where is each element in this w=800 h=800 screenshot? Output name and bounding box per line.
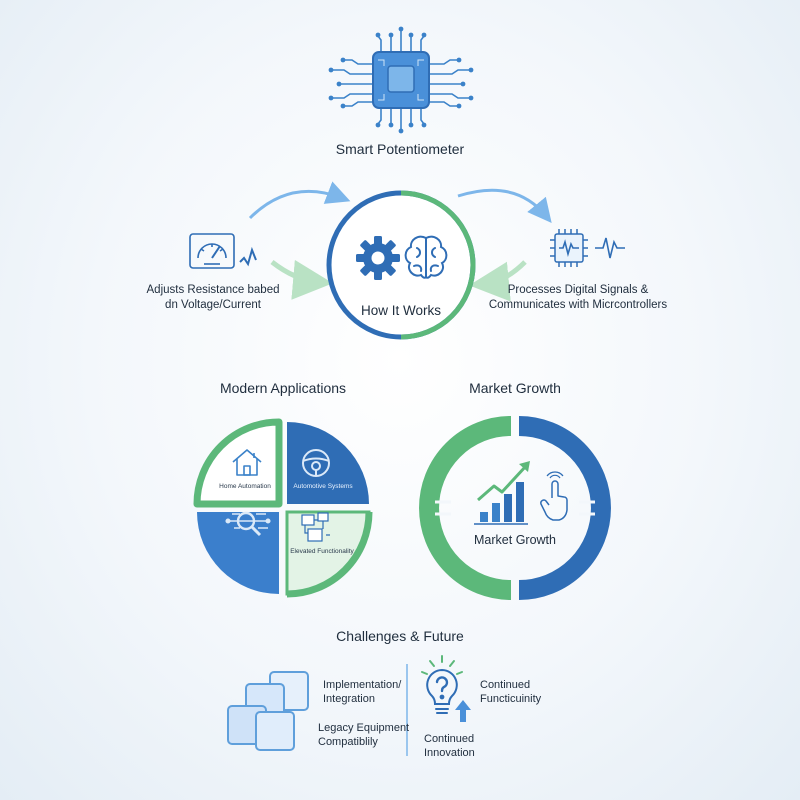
signal-chip-icon	[550, 229, 625, 267]
challenges-title: Challenges & Future	[336, 628, 464, 644]
challenge-implementation: Implementation/ Integration	[323, 679, 402, 705]
how-it-works-label: How It Works	[360, 303, 441, 318]
quadrant-elevated-functionality: Elevated Functionality	[290, 548, 354, 555]
market-growth-title: Market Growth	[469, 380, 561, 396]
pointer-hand-icon	[540, 471, 568, 521]
circuit-board-icon	[301, 512, 330, 542]
gauge-icon	[189, 233, 257, 269]
page-title: Smart Potentiometer	[335, 141, 465, 157]
magnifier-network-icon	[225, 511, 271, 537]
lightbulb-question-icon	[421, 655, 463, 714]
brain-icon	[404, 235, 448, 279]
stacked-layers-icon	[227, 671, 309, 751]
bar-growth-icon	[474, 461, 530, 525]
future-continued-functionality: Continued Functicuinity	[480, 679, 542, 705]
processes-signals-label: Processes Digital Signals & Communicates…	[488, 284, 668, 311]
steering-wheel-icon	[302, 449, 330, 477]
market-growth-label: Market Growth	[474, 533, 556, 547]
house-icon	[232, 449, 262, 476]
quadrant-automotive-systems: Automotive Systems	[293, 483, 353, 490]
quadrant-home-automation: Home Automation	[219, 483, 271, 490]
applications-title: Modern Applications	[219, 380, 347, 396]
gear-icon	[356, 236, 400, 280]
arrow-bottom-left	[270, 259, 333, 300]
up-arrow-icon	[455, 700, 471, 722]
future-continued-innovation: Continued Innovation	[424, 733, 475, 759]
challenge-legacy-equipment: Legacy Equipment Compatiblily	[318, 722, 410, 748]
arrow-top-left	[248, 181, 351, 220]
arrow-bottom-right	[469, 260, 527, 302]
arrow-top-right	[457, 188, 552, 223]
adjusts-resistance-label: Adjusts Resistance babed dn Voltage/Curr…	[146, 284, 280, 311]
